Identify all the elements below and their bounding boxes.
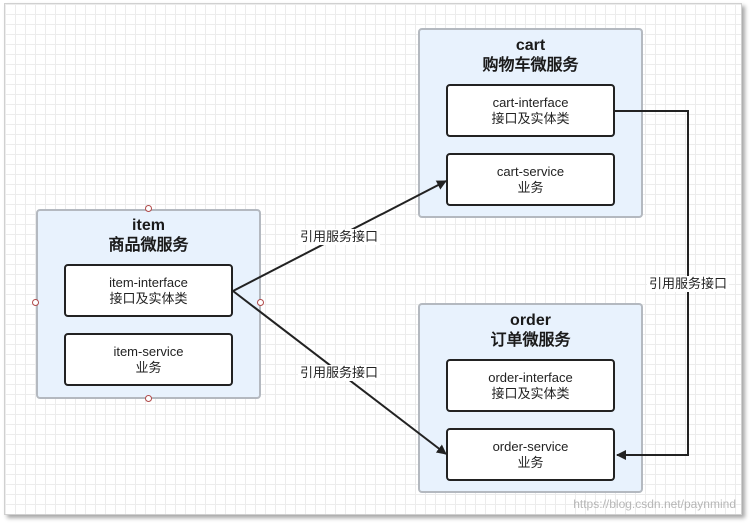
item-service-desc: 业务 [135,359,162,375]
edge-label-item-to-cart: 引用服务接口 [298,229,381,245]
resize-handle-right[interactable] [257,299,264,306]
order-service-desc: 业务 [517,454,544,470]
order-group-name: order [510,312,551,329]
cart-interface-label: cart-interface [492,94,569,110]
order-service-label: order-service [492,438,569,454]
edge-label-cart-to-order: 引用服务接口 [647,276,730,292]
item-service-box[interactable]: item-service 业务 [64,333,233,386]
resize-handle-bottom[interactable] [145,395,152,402]
item-service-label: item-service [113,343,184,359]
resize-handle-left[interactable] [32,299,39,306]
cart-group-subtitle: 购物车微服务 [482,57,579,74]
cart-group-name: cart [515,37,546,54]
order-service-box[interactable]: order-service 业务 [446,428,615,481]
cart-service-desc: 业务 [517,179,544,195]
cart-interface-desc: 接口及实体类 [491,110,570,126]
order-group-subtitle: 订单微服务 [490,332,571,349]
item-interface-box[interactable]: item-interface 接口及实体类 [64,264,233,317]
cart-service-label: cart-service [496,163,565,179]
watermark-text: https://blog.csdn.net/paynmind [573,497,736,511]
order-interface-box[interactable]: order-interface 接口及实体类 [446,359,615,412]
item-interface-desc: 接口及实体类 [109,290,188,306]
resize-handle-top[interactable] [145,205,152,212]
item-interface-label: item-interface [109,274,188,290]
item-group-subtitle: 商品微服务 [108,237,189,254]
item-group-name: item [132,217,165,234]
order-interface-label: order-interface [488,369,573,385]
edge-label-item-to-order: 引用服务接口 [298,365,381,381]
cart-interface-box[interactable]: cart-interface 接口及实体类 [446,84,615,137]
order-interface-desc: 接口及实体类 [491,385,570,401]
cart-service-box[interactable]: cart-service 业务 [446,153,615,206]
